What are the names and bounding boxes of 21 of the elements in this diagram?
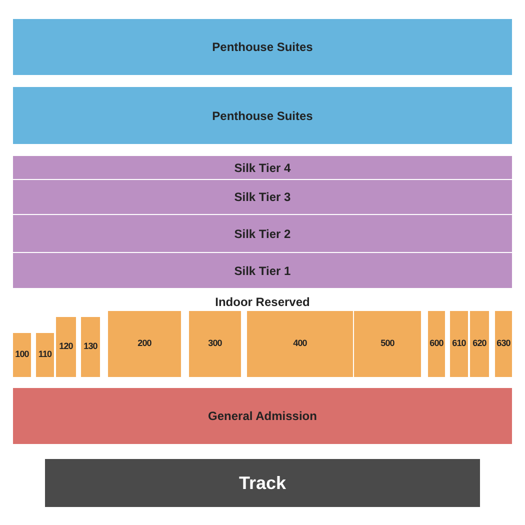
suite-section: Penthouse Suites: [13, 19, 512, 75]
seating-section: 110: [36, 333, 54, 377]
tier-section: Silk Tier 1: [13, 253, 512, 288]
seating-section: 610: [450, 311, 468, 377]
seating-section: 120: [56, 317, 76, 377]
seating-section: 600: [428, 311, 445, 377]
seating-section: 630: [495, 311, 512, 377]
seating-section: 620: [470, 311, 489, 377]
seating-section: 200: [108, 311, 181, 377]
seating-section: 500: [354, 311, 421, 377]
general-admission-area: General Admission: [13, 388, 512, 444]
tier-section: Silk Tier 4: [13, 156, 512, 179]
suite-section: Penthouse Suites: [13, 87, 512, 144]
track-area: Track: [45, 459, 480, 507]
seating-section: 300: [189, 311, 241, 377]
tier-section: Silk Tier 2: [13, 215, 512, 252]
tier-section: Silk Tier 3: [13, 180, 512, 214]
seating-section: 100: [13, 333, 31, 377]
area-heading: Indoor Reserved: [214, 294, 311, 311]
seating-section: 400: [247, 311, 353, 377]
seating-section: 130: [81, 317, 100, 377]
